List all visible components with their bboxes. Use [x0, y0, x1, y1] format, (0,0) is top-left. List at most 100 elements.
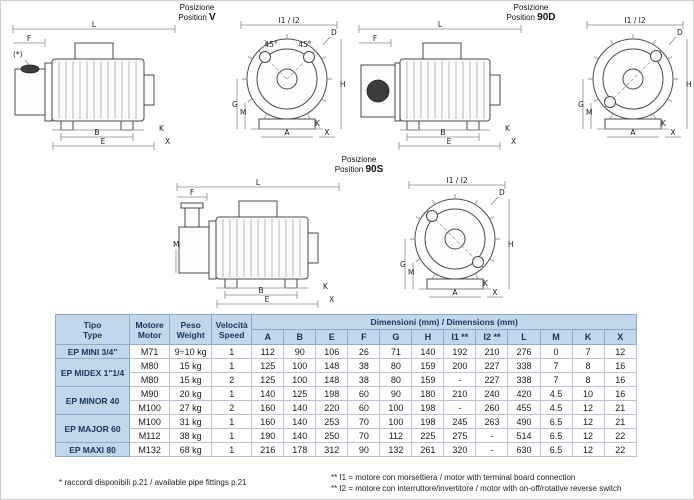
table-cell: 60: [347, 386, 381, 401]
table-cell: 4.5: [539, 400, 573, 415]
table-cell: 220: [315, 400, 349, 415]
dim-label-M: M: [240, 108, 246, 117]
table-cell: 338: [507, 358, 541, 373]
dim-label-F: F: [190, 188, 194, 197]
table-cell: 240: [475, 386, 509, 401]
table-cell: -: [475, 428, 509, 443]
table-cell: 9÷10 kg: [169, 344, 213, 359]
table-cell: M100: [129, 400, 171, 415]
table-cell: 12: [571, 428, 605, 443]
table-cell: 159: [411, 358, 445, 373]
table-cell: 70: [347, 414, 381, 429]
table-cell: 192: [443, 344, 477, 359]
table-cell: 26: [347, 344, 381, 359]
posizione-text: Posizione: [179, 3, 215, 12]
dim-label-M: M: [586, 108, 592, 117]
dim-label-A: A: [630, 128, 636, 137]
table-cell: 160: [251, 400, 285, 415]
dim-label-K: K: [505, 124, 511, 133]
table-cell: 68 kg: [169, 442, 213, 457]
dim-label-K: K: [159, 124, 165, 133]
dim-col-header: I2 **: [475, 329, 509, 345]
table-cell: 140: [283, 428, 317, 443]
table-cell: 225: [411, 428, 445, 443]
footnote-fittings: * raccordi disponibili p.21 / available …: [59, 478, 247, 487]
table-cell: 70: [347, 428, 381, 443]
col-header-dimensions: Dimensioni (mm) / Dimensions (mm): [251, 314, 637, 330]
table-cell: 490: [507, 414, 541, 429]
position-label-v: Posizione Position V: [147, 3, 247, 23]
angle-45-right: 45°: [298, 40, 312, 49]
side-view-v-drawing: L F (*) B E K X: [12, 20, 176, 150]
table-cell: 263: [475, 414, 509, 429]
table-cell: 106: [315, 344, 349, 359]
table-cell: 10: [571, 386, 605, 401]
table-cell: 1: [211, 386, 253, 401]
table-cell: 420: [507, 386, 541, 401]
dim-label-K: K: [661, 119, 667, 128]
dim-label-K: K: [323, 282, 329, 291]
table-cell: 16: [603, 372, 638, 387]
position-word: Position: [178, 13, 207, 22]
table-cell: 1: [211, 442, 253, 457]
table-cell: 71: [379, 344, 413, 359]
table-cell: 180: [411, 386, 445, 401]
table-cell: 8: [571, 358, 605, 373]
drawing-group-90d: Posizione Position 90D: [353, 3, 693, 153]
position-word: Position: [334, 165, 364, 174]
dim-label-E: E: [265, 295, 270, 304]
dim-col-header: G: [379, 329, 413, 345]
table-cell: 312: [315, 442, 349, 457]
dim-col-header: B: [283, 329, 317, 345]
end-view-v-drawing: I1 / I2 D 45° 45° G H M A X K: [232, 16, 346, 138]
table-cell: 16: [603, 386, 638, 401]
table-cell: 20 kg: [169, 386, 213, 401]
table-cell: 2: [211, 400, 253, 415]
table-cell: 210: [475, 344, 509, 359]
dim-label-L: L: [92, 20, 97, 29]
table-cell: 630: [507, 442, 541, 457]
posizione-text: Posizione: [513, 3, 549, 12]
position-label-90s: Posizione Position 90S: [309, 155, 409, 175]
position-label-90d: Posizione Position 90D: [481, 3, 581, 23]
dim-label-H: H: [508, 240, 514, 249]
table-cell: 27 kg: [169, 400, 213, 415]
table-cell: 140: [283, 414, 317, 429]
pump-type-cell: EP MINI 3/4": [54, 344, 131, 359]
dim-col-header: F: [347, 329, 381, 345]
dim-label-X: X: [165, 137, 170, 146]
position-text: Position 90D: [481, 13, 581, 23]
table-cell: 160: [251, 414, 285, 429]
dim-label-H: H: [340, 80, 346, 89]
side-view-90d-drawing: L F B E K X: [358, 20, 522, 150]
table-cell: 100: [283, 372, 317, 387]
table-cell: 22: [603, 442, 638, 457]
table-cell: 159: [411, 372, 445, 387]
table-cell: 12: [571, 442, 605, 457]
table-cell: 125: [283, 386, 317, 401]
table-cell: 1: [211, 414, 253, 429]
table-cell: 90: [347, 442, 381, 457]
dim-label-B: B: [258, 286, 263, 295]
dim-label-F: F: [373, 34, 377, 43]
end-view-90d-drawing: I1 / I2 D G H M A X K: [578, 16, 692, 138]
dim-label-F: F: [27, 34, 31, 43]
table-cell: 125: [251, 372, 285, 387]
footnote-i1: ** I1 = motore con morsettiera / motor w…: [331, 473, 576, 482]
table-cell: 250: [315, 428, 349, 443]
dim-label-K: K: [483, 279, 489, 288]
table-cell: 100: [379, 400, 413, 415]
dim-label-D: D: [677, 28, 683, 37]
position-word: Position: [506, 13, 535, 22]
dim-label-B: B: [94, 128, 99, 137]
table-cell: 0: [539, 344, 573, 359]
table-cell: 514: [507, 428, 541, 443]
